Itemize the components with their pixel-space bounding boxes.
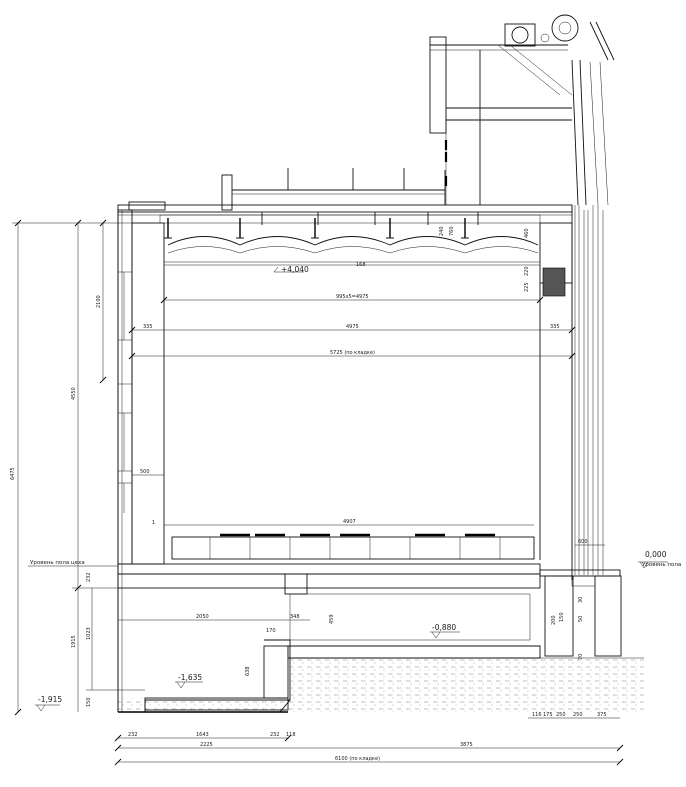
dim-right-200: 200 — [551, 615, 557, 625]
dim-pit-depth: 1915 — [71, 635, 77, 648]
ceiling-slab — [117, 204, 573, 266]
dim-total-height: 6475 — [10, 467, 16, 480]
dim-right-50: 50 — [578, 616, 584, 622]
dim-right-seg-1: 116 — [532, 712, 542, 718]
dim-bottom-3875: 3875 — [460, 742, 473, 748]
dim-pit-step: 348 — [290, 614, 300, 620]
floor-zero-note: Уровень пола — [642, 562, 681, 568]
dim-bottom-232b: 232 — [270, 732, 280, 738]
top-mechanism — [429, 14, 615, 205]
roof-frame — [128, 168, 479, 225]
dim-right-offset: 335 — [550, 324, 560, 330]
dim-right-30: 30 — [578, 597, 584, 603]
dim-right-70: 70 — [578, 654, 584, 660]
elevation-marks: +4,040 0,000 Уровень пола Уровень пола ц… — [30, 265, 681, 704]
dim-step-170: 170 — [266, 628, 276, 634]
dim-pit-length: 2050 — [196, 614, 209, 620]
dimension-lines — [12, 219, 668, 766]
tick-label: 1 — [152, 520, 155, 526]
platform — [171, 533, 535, 560]
dim-span-formula: 995х5=4975 — [336, 294, 369, 300]
elevation-pit-bottom: -1,635 — [178, 673, 202, 682]
dim-right-seg-5: 375 — [597, 712, 607, 718]
elevation-foundation: -1,915 — [38, 695, 62, 704]
vertical-shaft — [571, 59, 609, 580]
dim-overall-total: 6100 (по кладке) — [335, 756, 380, 762]
dim-right-step: 600 — [578, 539, 588, 545]
dim-small-150: 150 — [86, 697, 92, 707]
dim-slab-168: 168 — [356, 262, 366, 268]
dim-wall-height: 4550 — [71, 387, 77, 400]
elevation-ceiling: +4,040 — [281, 265, 309, 274]
dim-right-seg-2: 175 — [543, 712, 553, 718]
dim-slab-240: 240 — [439, 226, 445, 236]
right-wall — [539, 222, 573, 560]
dim-platform: 4907 — [343, 519, 356, 525]
left-wall — [117, 209, 165, 712]
dim-span-inner: 4975 — [346, 324, 359, 330]
dim-bottom-118: 118 — [286, 732, 296, 738]
dim-left-offset: 335 — [143, 324, 153, 330]
floor-slab — [117, 563, 622, 657]
dim-slab-460: 460 — [524, 228, 530, 238]
elevation-pit: -0,880 — [432, 623, 456, 632]
dim-wall-niche: 500 — [140, 469, 150, 475]
dim-span-masonry: 5725 (по кладке) — [330, 350, 375, 356]
dim-right-seg-3: 250 — [556, 712, 566, 718]
dim-beam-760: 760 — [449, 226, 455, 236]
dim-bottom-232a: 232 — [128, 732, 138, 738]
dim-step-459: 459 — [329, 614, 335, 624]
dim-beam-225: 225 — [524, 282, 530, 292]
horizontal-dimensions: 995х5=4975 4975 335 335 5725 (по кладке)… — [128, 262, 607, 762]
ground-soil — [115, 657, 644, 712]
dim-beam-220: 220 — [524, 266, 530, 276]
dim-bottom-1643: 1643 — [196, 732, 209, 738]
dim-pit-upper: 1023 — [86, 627, 92, 640]
dim-right-150: 150 — [559, 612, 565, 622]
vertical-dimensions: 6475 4550 2100 1915 1023 232 150 240 460… — [10, 226, 584, 707]
elevation-floor-zero: 0,000 — [645, 550, 667, 559]
dim-step-638: 638 — [245, 666, 251, 676]
dim-small-232: 232 — [86, 572, 92, 582]
pit — [117, 588, 541, 713]
floor-left-note: Уровень пола цеха — [30, 560, 85, 566]
dim-bottom-2225: 2225 — [200, 742, 213, 748]
dim-right-seg-4: 250 — [573, 712, 583, 718]
dim-upper-seg: 2100 — [96, 295, 102, 308]
